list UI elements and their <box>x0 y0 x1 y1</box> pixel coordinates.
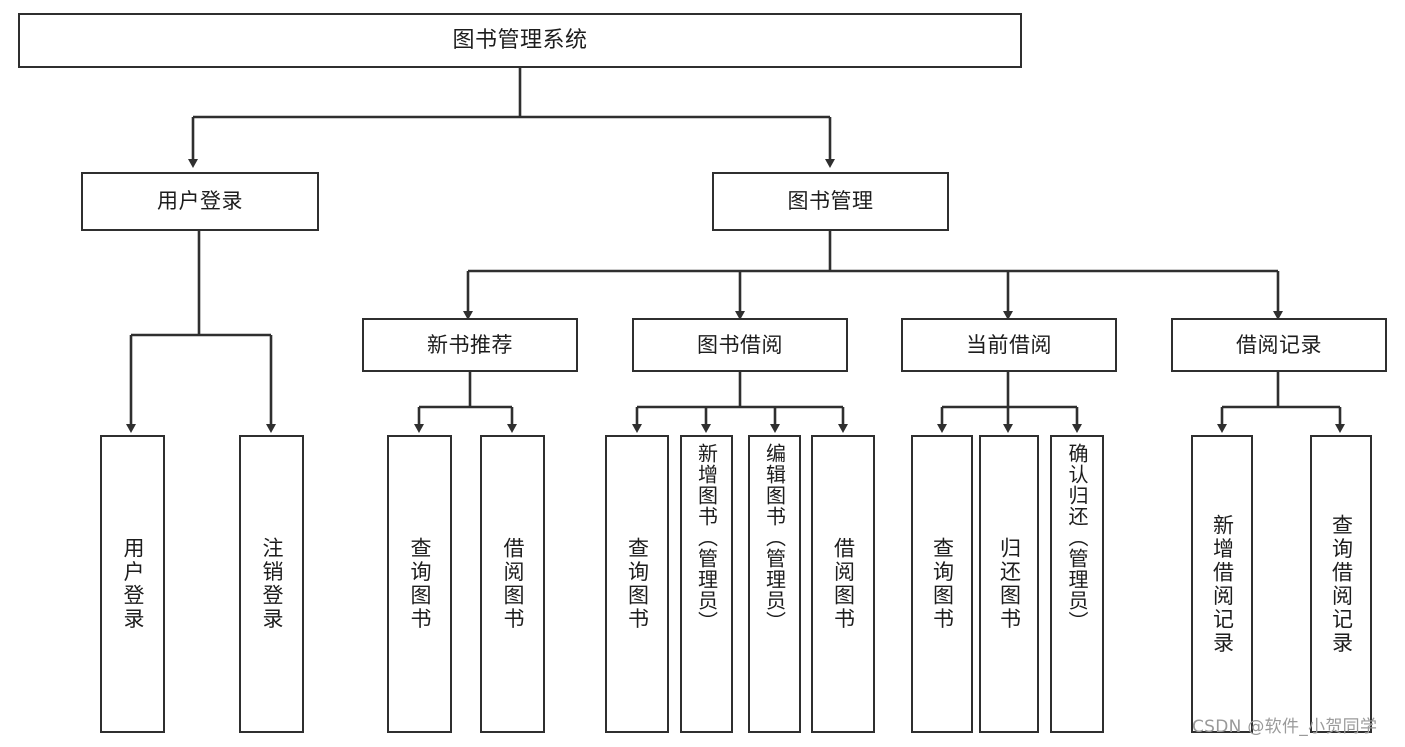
csdn-watermark: CSDN @软件_小贺同学 <box>1192 717 1378 737</box>
node-label: 查询图书 <box>408 537 432 631</box>
leaf-borrow-book-recommend[interactable]: 借阅图书 <box>480 435 545 733</box>
leaf-query-borrow-record[interactable]: 查询借阅记录 <box>1310 435 1372 733</box>
node-label: 图书管理 <box>787 189 874 214</box>
leaf-query-book-borrow[interactable]: 查询图书 <box>605 435 669 733</box>
node-label: 查询图书 <box>930 537 955 631</box>
node-label: 查询借阅记录 <box>1329 513 1354 655</box>
leaf-user-login[interactable]: 用户登录 <box>100 435 165 733</box>
node-label: 归还图书 <box>997 537 1022 631</box>
leaf-confirm-return[interactable]: 确认归还（管理员） <box>1050 435 1104 733</box>
leaf-query-book-recommend[interactable]: 查询图书 <box>387 435 452 733</box>
node-label: 当前借阅 <box>966 332 1052 357</box>
node-borrow-record[interactable]: 借阅记录 <box>1171 318 1387 372</box>
leaf-query-book-current[interactable]: 查询图书 <box>911 435 973 733</box>
leaf-borrow-book[interactable]: 借阅图书 <box>811 435 875 733</box>
node-label: 用户登录 <box>157 189 243 214</box>
leaf-user-logout[interactable]: 注销登录 <box>239 435 304 733</box>
node-root-system[interactable]: 图书管理系统 <box>18 13 1022 68</box>
node-label: 查询图书 <box>625 537 650 631</box>
node-label: 借阅图书 <box>501 537 525 631</box>
node-label: 借阅图书 <box>831 537 856 631</box>
node-user-login[interactable]: 用户登录 <box>81 172 319 231</box>
leaf-edit-book[interactable]: 编辑图书（管理员） <box>748 435 801 733</box>
node-current-borrow[interactable]: 当前借阅 <box>901 318 1117 372</box>
node-label: 注销登录 <box>260 537 284 631</box>
node-label: 新增图书（管理员） <box>694 443 719 632</box>
node-label: 图书借阅 <box>697 332 783 357</box>
node-label: 确认归还（管理员） <box>1065 443 1089 632</box>
node-label: 新增借阅记录 <box>1210 513 1235 655</box>
leaf-return-book[interactable]: 归还图书 <box>979 435 1039 733</box>
leaf-add-borrow-record[interactable]: 新增借阅记录 <box>1191 435 1253 733</box>
node-book-borrow[interactable]: 图书借阅 <box>632 318 848 372</box>
node-label: 用户登录 <box>121 537 145 631</box>
node-label: 编辑图书（管理员） <box>762 443 787 632</box>
node-book-manage[interactable]: 图书管理 <box>712 172 949 231</box>
node-new-book-recommend[interactable]: 新书推荐 <box>362 318 578 372</box>
node-label: 新书推荐 <box>427 332 513 357</box>
node-label: 图书管理系统 <box>452 27 588 53</box>
leaf-add-book[interactable]: 新增图书（管理员） <box>680 435 733 733</box>
node-label: 借阅记录 <box>1236 332 1322 357</box>
